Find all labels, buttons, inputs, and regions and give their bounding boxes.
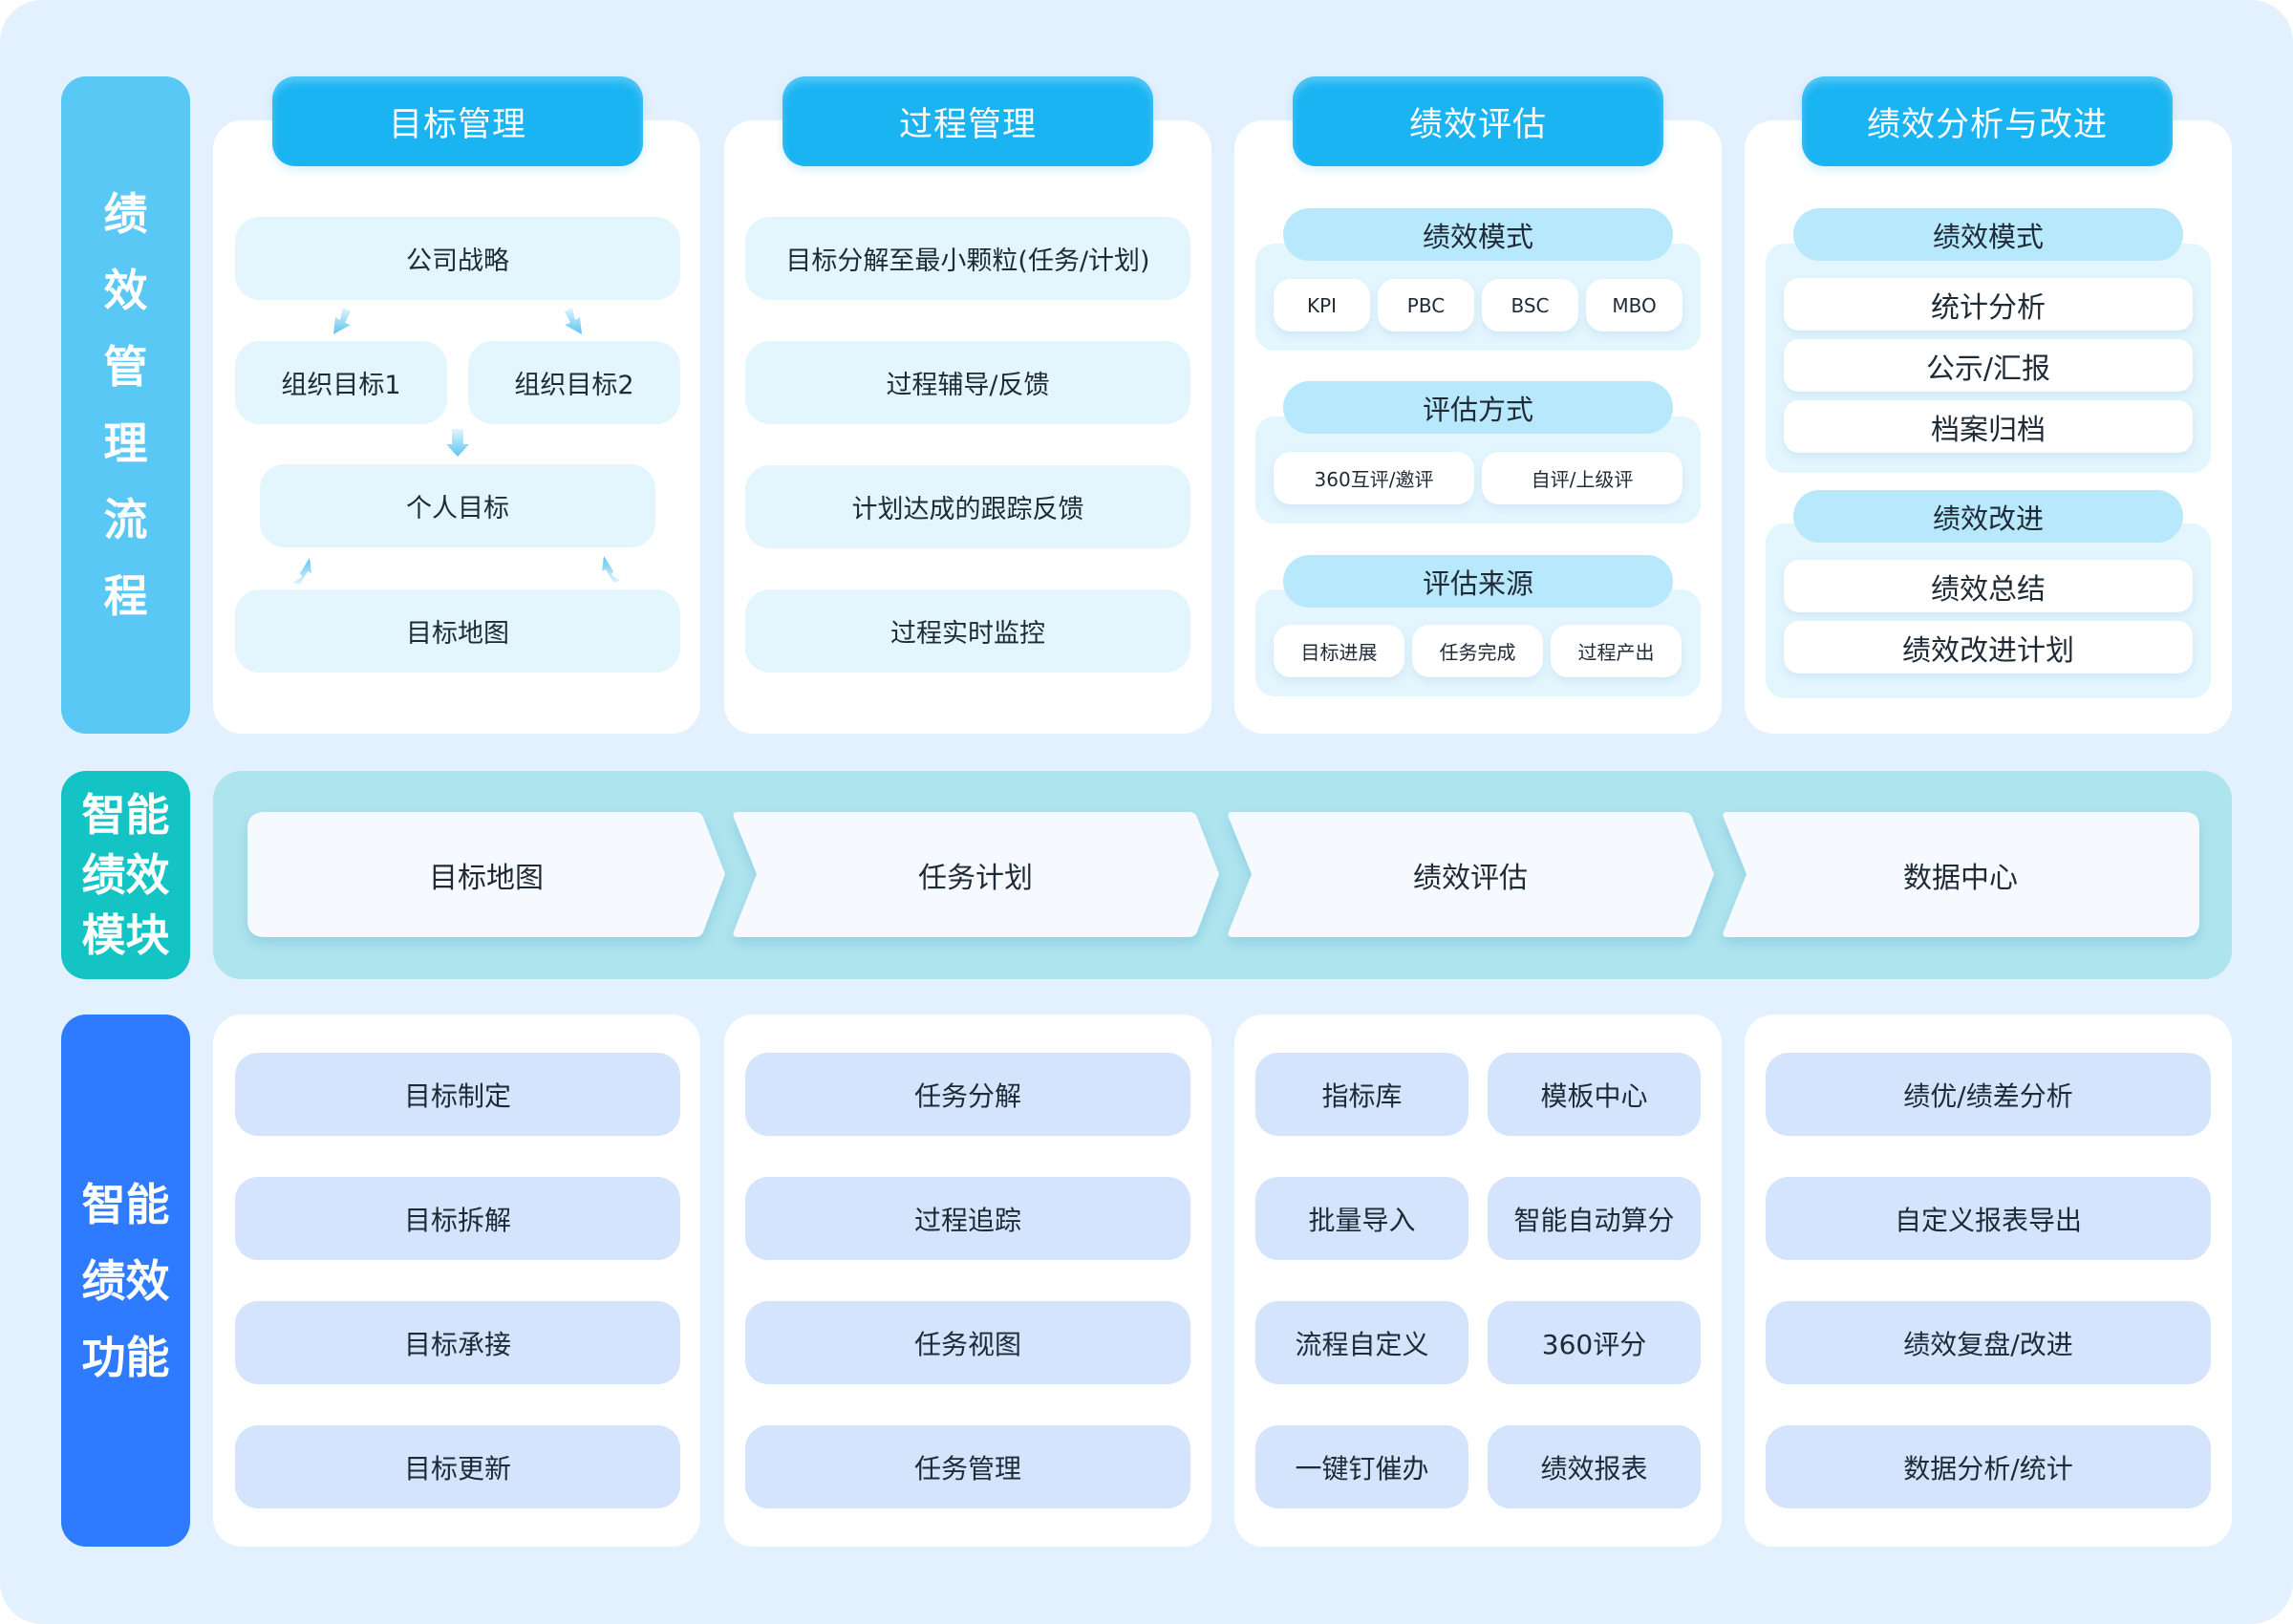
function-batch-import: 批量导入 [1255,1177,1468,1260]
mode-chip-kpi: KPI [1274,279,1370,331]
function-goal-setting: 目标制定 [235,1053,680,1136]
arrow-up-left-icon [602,556,621,583]
method-chip-self: 自评/上级评 [1482,452,1682,504]
section-label-modules-text: 智能绩效模块 [81,788,170,961]
function-template-center: 模板中心 [1488,1053,1701,1136]
module-step-goal-map: 目标地图 [247,812,725,937]
improvement-title: 绩效改进 [1793,490,2183,543]
function-task-view: 任务视图 [745,1301,1190,1384]
analysis-improvement-header: 绩效分析与改进 [1802,76,2173,166]
section-label-functions: 智能绩效功能 [61,1015,190,1547]
goal-map-node: 目标地图 [235,589,680,673]
function-goal-update: 目标更新 [235,1425,680,1508]
analysis-mode-title: 绩效模式 [1793,208,2183,261]
company-strategy-node: 公司战略 [235,217,680,300]
module-step-label: 目标地图 [429,861,544,895]
function-high-low-analysis: 绩优/绩差分析 [1766,1053,2211,1136]
function-goal-adoption: 目标承接 [235,1301,680,1384]
mode-chip-pbc: PBC [1378,279,1474,331]
method-chip-360: 360互评/邀评 [1274,452,1474,504]
arrow-up-right-icon [292,558,311,585]
source-chip-process-output: 过程产出 [1551,625,1682,677]
function-360-scoring: 360评分 [1488,1301,1701,1384]
function-goal-breakdown: 目标拆解 [235,1177,680,1260]
process-management-header: 过程管理 [782,76,1153,166]
arrow-down-right-icon [565,308,582,334]
source-chip-goal-progress: 目标进展 [1274,625,1404,677]
function-custom-workflow: 流程自定义 [1255,1301,1468,1384]
performance-mode-title: 绩效模式 [1283,208,1673,261]
module-step-task-plan: 任务计划 [732,812,1219,937]
section-label-process: 绩效管理流程 [61,76,190,734]
function-one-click-reminder: 一键钉催办 [1255,1425,1468,1508]
function-auto-scoring: 智能自动算分 [1488,1177,1701,1260]
evaluation-method-title: 评估方式 [1283,381,1673,434]
function-process-tracking: 过程追踪 [745,1177,1190,1260]
process-item: 目标分解至最小颗粒(任务/计划) [745,217,1190,300]
function-task-management: 任务管理 [745,1425,1190,1508]
module-step-label: 绩效评估 [1413,861,1528,895]
analysis-item: 公示/汇报 [1784,339,2193,392]
org-goal-1-node: 组织目标1 [235,341,447,424]
performance-evaluation-header: 绩效评估 [1293,76,1663,166]
process-item: 计划达成的跟踪反馈 [745,465,1190,548]
function-review-improve: 绩效复盘/改进 [1766,1301,2211,1384]
section-label-process-text: 绩效管理流程 [103,188,148,622]
section-label-modules: 智能绩效模块 [61,771,190,979]
section-label-functions-text: 智能绩效功能 [81,1178,170,1383]
mode-chip-bsc: BSC [1482,279,1578,331]
arrow-down-left-icon [333,308,351,334]
goal-management-header: 目标管理 [272,76,643,166]
module-step-label: 任务计划 [918,861,1033,895]
module-step-data-center: 数据中心 [1722,812,2199,937]
function-indicator-library: 指标库 [1255,1053,1468,1136]
arrow-down-icon [446,429,469,457]
analysis-item: 统计分析 [1784,278,2193,331]
analysis-item: 档案归档 [1784,400,2193,453]
function-task-breakdown: 任务分解 [745,1053,1190,1136]
process-item: 过程实时监控 [745,589,1190,673]
module-step-label: 数据中心 [1903,861,2018,895]
function-data-analysis: 数据分析/统计 [1766,1425,2211,1508]
process-item: 过程辅导/反馈 [745,341,1190,424]
personal-goal-node: 个人目标 [260,464,655,547]
source-chip-task-complete: 任务完成 [1412,625,1543,677]
improvement-item: 绩效改进计划 [1784,621,2193,673]
function-performance-report: 绩效报表 [1488,1425,1701,1508]
improvement-item: 绩效总结 [1784,560,2193,612]
module-step-evaluation: 绩效评估 [1227,812,1714,937]
org-goal-2-node: 组织目标2 [468,341,680,424]
mode-chip-mbo: MBO [1586,279,1682,331]
function-custom-report-export: 自定义报表导出 [1766,1177,2211,1260]
evaluation-source-title: 评估来源 [1283,555,1673,608]
